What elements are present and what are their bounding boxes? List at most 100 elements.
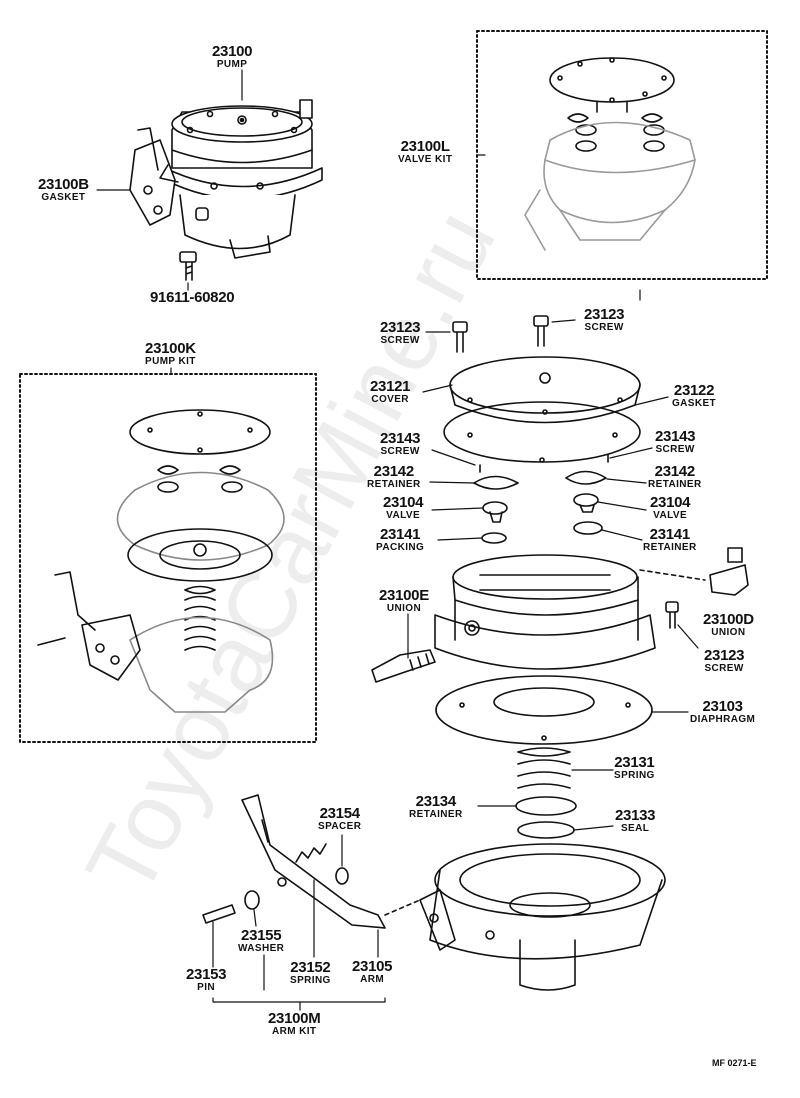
part-name: PUMP — [216, 59, 248, 70]
part-name: PIN — [197, 982, 216, 993]
part-number: 23134 — [415, 793, 457, 810]
union-e-drawing — [371, 649, 436, 683]
part-number: 23142 — [654, 463, 696, 480]
part-name: RETAINER — [643, 542, 697, 553]
part-number: 23103 — [702, 698, 744, 715]
part-number: 23143 — [655, 428, 696, 445]
valve-stack-drawing — [473, 454, 609, 544]
part-name: PUMP KIT — [145, 356, 196, 367]
union-d-drawing — [639, 547, 749, 596]
part-name: WASHER — [238, 943, 285, 954]
drawing-code: MF 0271-E — [712, 1058, 757, 1068]
part-name: ARM — [360, 974, 385, 985]
part-number: 23100E — [379, 587, 429, 604]
screw-23123-c-drawing — [665, 601, 679, 629]
washer-drawing — [244, 890, 260, 910]
part-name: DIAPHRAGM — [690, 714, 756, 725]
part-name: SCREW — [380, 446, 420, 457]
part-name: RETAINER — [648, 479, 702, 490]
pump-kit-box — [19, 373, 317, 743]
part-name: SPRING — [614, 770, 655, 781]
part-number: 23131 — [614, 754, 655, 771]
part-name: GASKET — [41, 192, 86, 203]
pin-drawing — [202, 904, 236, 924]
spring-23131-drawing — [517, 747, 571, 789]
part-number: 23153 — [186, 966, 227, 983]
part-number: 23141 — [379, 526, 421, 543]
part-name: SCREW — [704, 663, 744, 674]
part-name: SPRING — [290, 975, 331, 986]
part-name: VALVE KIT — [398, 154, 453, 165]
part-name: RETAINER — [409, 809, 463, 820]
part-number: 23105 — [352, 958, 393, 975]
part-number: 23104 — [383, 494, 424, 511]
label-91611-60820: 91611-60820 — [150, 289, 235, 306]
part-number: 23154 — [319, 805, 361, 822]
assembled-pump-drawing — [129, 99, 323, 259]
part-name: RETAINER — [367, 479, 421, 490]
part-number: 23100M — [268, 1010, 321, 1027]
screws-top-drawing — [452, 315, 549, 353]
part-name: SPACER — [318, 821, 362, 832]
part-number: 23143 — [380, 430, 421, 447]
valve-kit-drawing — [524, 57, 696, 251]
gasket-drawing — [443, 401, 641, 463]
bolt-91611-drawing — [179, 251, 197, 281]
part-number: 91611-60820 — [150, 289, 235, 306]
part-name: UNION — [711, 627, 746, 638]
diaphragm-drawing — [435, 675, 653, 745]
part-name: SEAL — [620, 823, 650, 834]
part-number: 23123 — [380, 319, 421, 336]
spacer-drawing — [335, 867, 349, 885]
arm-drawing — [241, 794, 386, 929]
part-name: ARM KIT — [271, 1026, 317, 1037]
part-number: 23123 — [584, 306, 625, 323]
part-number: 23123 — [704, 647, 745, 664]
valve-kit-box — [476, 30, 768, 280]
pump-kit-drawing — [37, 409, 285, 713]
retainer-seal-drawing — [515, 796, 577, 839]
part-number: 23100K — [145, 340, 196, 357]
cover-drawing — [449, 356, 641, 424]
part-name: SCREW — [655, 444, 695, 455]
lower-housing-drawing — [384, 843, 666, 991]
leader-lines — [96, 69, 699, 1011]
part-number: 23100D — [703, 611, 754, 628]
part-number: 23121 — [370, 378, 411, 395]
part-name: PACKING — [376, 542, 425, 553]
spring-23152-drawing — [295, 843, 327, 863]
part-number: 23100 — [212, 43, 253, 60]
part-number: 23155 — [241, 927, 282, 944]
part-number: 23152 — [290, 959, 331, 976]
part-number: 23142 — [373, 463, 415, 480]
pump-body-drawing — [434, 554, 656, 670]
